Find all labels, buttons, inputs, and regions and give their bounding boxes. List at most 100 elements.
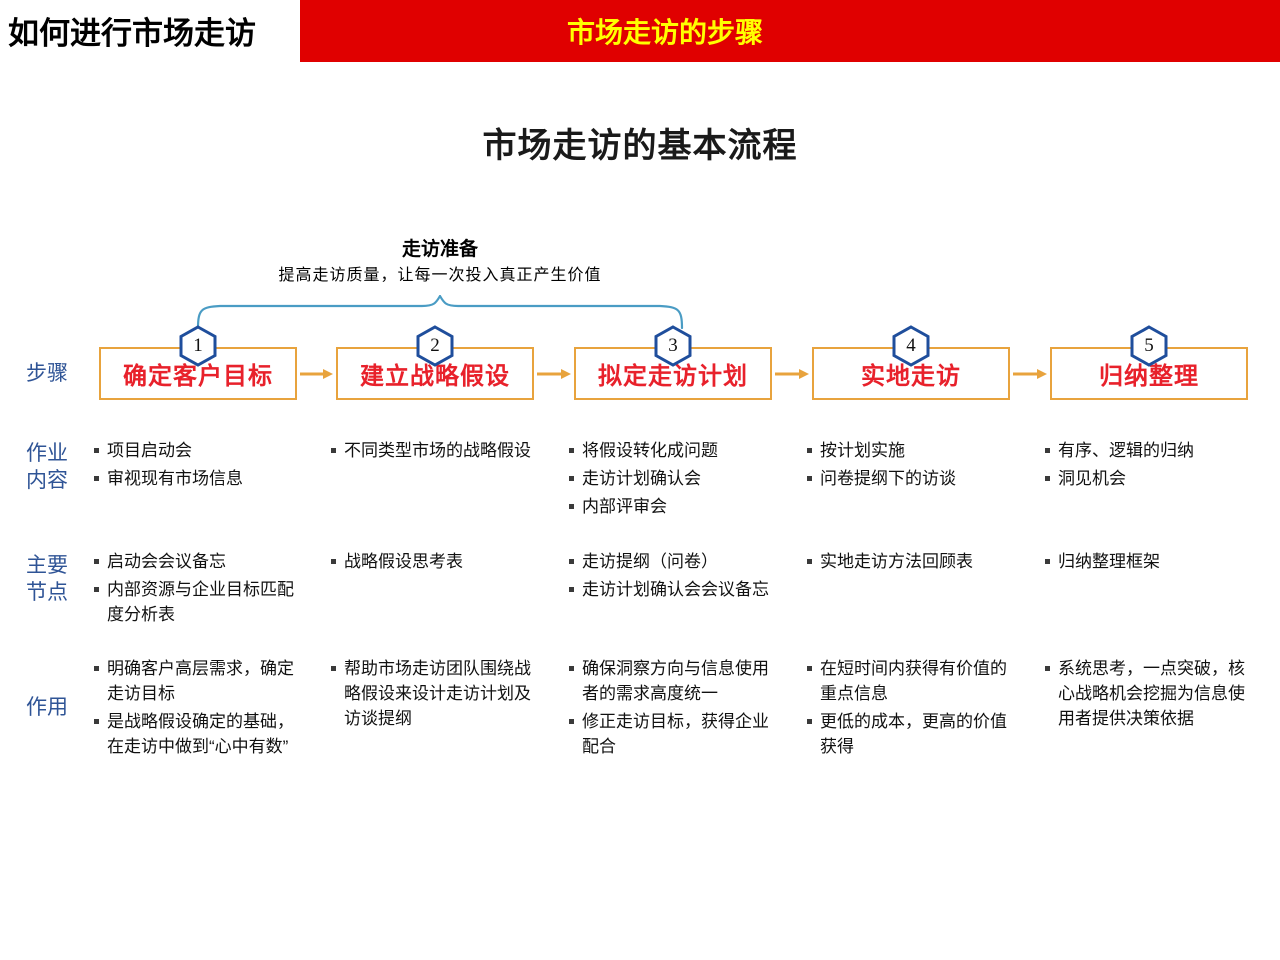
arrow-right-icon [537, 369, 571, 379]
tasks-list: 项目启动会审视现有市场信息 [94, 438, 309, 491]
list-item: 审视现有市场信息 [94, 466, 309, 491]
list-item: 是战略假设确定的基础，在走访中做到“心中有数” [94, 709, 309, 759]
role-cell-step-3: 确保洞察方向与信息使用者的需求高度统一修正走访目标，获得企业配合 [569, 656, 784, 762]
row-label-nodes-line2: 节点 [26, 581, 68, 604]
tasks-cell-step-2: 不同类型市场的战略假设 [331, 438, 546, 466]
list-item: 将假设转化成问题 [569, 438, 784, 463]
tasks-list: 将假设转化成问题走访计划确认会内部评审会 [569, 438, 784, 519]
step-number: 5 [1144, 335, 1154, 356]
role-list: 明确客户高层需求，确定走访目标是战略假设确定的基础，在走访中做到“心中有数” [94, 656, 309, 759]
page-title: 市场走访的基本流程 [482, 127, 798, 165]
list-item: 在短时间内获得有价值的重点信息 [807, 656, 1022, 706]
role-cell-step-4: 在短时间内获得有价值的重点信息更低的成本，更高的价值获得 [807, 656, 1022, 762]
flow-arrow-2 [537, 366, 571, 382]
prep-annotation: 走访准备 提高走访质量，让每一次投入真正产生价值 [180, 238, 700, 288]
header-red-banner [300, 0, 1280, 62]
list-item: 项目启动会 [94, 438, 309, 463]
list-item: 不同类型市场的战略假设 [331, 438, 546, 463]
list-item: 修正走访目标，获得企业配合 [569, 709, 784, 759]
row-label-role: 作用 [26, 696, 68, 719]
hexagon-icon [892, 325, 930, 367]
row-label-nodes: 主要 节点 [4, 552, 90, 606]
list-item: 实地走访方法回顾表 [807, 549, 1022, 574]
nodes-list: 战略假设思考表 [331, 549, 546, 574]
list-item: 走访计划确认会会议备忘 [569, 577, 784, 602]
tasks-cell-step-4: 按计划实施问卷提纲下的访谈 [807, 438, 1022, 494]
prep-title: 走访准备 [401, 239, 478, 260]
step-box-label: 拟定走访计划 [598, 363, 748, 390]
step-number-hexagon-3: 3 [653, 325, 693, 367]
role-cell-step-1: 明确客户高层需求，确定走访目标是战略假设确定的基础，在走访中做到“心中有数” [94, 656, 309, 762]
role-list: 确保洞察方向与信息使用者的需求高度统一修正走访目标，获得企业配合 [569, 656, 784, 759]
list-item: 内部资源与企业目标匹配度分析表 [94, 577, 309, 627]
curly-brace-icon [196, 293, 684, 330]
header-bar: 如何进行市场走访 市场走访的步骤 [0, 0, 1280, 62]
list-item: 系统思考，一点突破，核心战略机会挖掘为信息使用者提供决策依据 [1045, 656, 1260, 731]
nodes-list: 实地走访方法回顾表 [807, 549, 1022, 574]
header-center-title: 市场走访的步骤 [566, 17, 763, 48]
row-label-tasks-line1: 作业 [26, 442, 68, 465]
tasks-list: 不同类型市场的战略假设 [331, 438, 546, 463]
arrow-right-icon [300, 369, 333, 379]
row-label-tasks: 作业 内容 [4, 440, 90, 494]
hexagon-icon [179, 325, 217, 367]
list-item: 归纳整理框架 [1045, 549, 1260, 574]
list-item: 明确客户高层需求，确定走访目标 [94, 656, 309, 706]
list-item: 确保洞察方向与信息使用者的需求高度统一 [569, 656, 784, 706]
hexagon-icon [1130, 325, 1168, 367]
list-item: 走访提纲（问卷） [569, 549, 784, 574]
nodes-cell-step-1: 启动会会议备忘内部资源与企业目标匹配度分析表 [94, 549, 309, 630]
nodes-list: 启动会会议备忘内部资源与企业目标匹配度分析表 [94, 549, 309, 627]
arrow-right-icon [1013, 369, 1047, 379]
tasks-list: 按计划实施问卷提纲下的访谈 [807, 438, 1022, 491]
nodes-cell-step-3: 走访提纲（问卷） 走访计划确认会会议备忘 [569, 549, 784, 605]
step-number: 4 [906, 335, 916, 356]
list-item: 有序、逻辑的归纳 [1045, 438, 1260, 463]
step-number: 1 [193, 335, 203, 356]
tasks-cell-step-5: 有序、逻辑的归纳洞见机会 [1045, 438, 1260, 494]
list-item: 战略假设思考表 [331, 549, 546, 574]
row-label-steps: 步骤 [26, 362, 68, 385]
row-label-tasks-line2: 内容 [26, 469, 68, 492]
step-number: 2 [430, 335, 440, 356]
list-item: 启动会会议备忘 [94, 549, 309, 574]
prep-brace [190, 293, 690, 330]
nodes-cell-step-5: 归纳整理框架 [1045, 549, 1260, 577]
list-item: 更低的成本，更高的价值获得 [807, 709, 1022, 759]
step-box-label: 实地走访 [861, 363, 961, 390]
role-list: 在短时间内获得有价值的重点信息更低的成本，更高的价值获得 [807, 656, 1022, 759]
prep-subtitle: 提高走访质量，让每一次投入真正产生价值 [278, 267, 602, 284]
nodes-list: 归纳整理框架 [1045, 549, 1260, 574]
hexagon-icon [654, 325, 692, 367]
step-number-hexagon-5: 5 [1129, 325, 1169, 367]
step-number-hexagon-4: 4 [891, 325, 931, 367]
list-item: 内部评审会 [569, 494, 784, 519]
nodes-cell-step-4: 实地走访方法回顾表 [807, 549, 1022, 577]
list-item: 走访计划确认会 [569, 466, 784, 491]
step-number-hexagon-1: 1 [178, 325, 218, 367]
tasks-cell-step-1: 项目启动会审视现有市场信息 [94, 438, 309, 494]
step-box-label: 建立战略假设 [360, 363, 510, 390]
list-item: 帮助市场走访团队围绕战略假设来设计走访计划及访谈提纲 [331, 656, 546, 731]
step-box-label: 归纳整理 [1099, 363, 1199, 390]
list-item: 按计划实施 [807, 438, 1022, 463]
tasks-list: 有序、逻辑的归纳洞见机会 [1045, 438, 1260, 491]
header-left-title: 如何进行市场走访 [8, 15, 256, 51]
tasks-cell-step-3: 将假设转化成问题走访计划确认会内部评审会 [569, 438, 784, 522]
role-cell-step-5: 系统思考，一点突破，核心战略机会挖掘为信息使用者提供决策依据 [1045, 656, 1260, 734]
role-cell-step-2: 帮助市场走访团队围绕战略假设来设计走访计划及访谈提纲 [331, 656, 546, 734]
flow-arrow-4 [1013, 366, 1047, 382]
step-number-hexagon-2: 2 [415, 325, 455, 367]
flow-arrow-3 [775, 366, 809, 382]
hexagon-icon [416, 325, 454, 367]
role-list: 系统思考，一点突破，核心战略机会挖掘为信息使用者提供决策依据 [1045, 656, 1260, 731]
nodes-cell-step-2: 战略假设思考表 [331, 549, 546, 577]
role-list: 帮助市场走访团队围绕战略假设来设计走访计划及访谈提纲 [331, 656, 546, 731]
step-number: 3 [668, 335, 678, 356]
nodes-list: 走访提纲（问卷） 走访计划确认会会议备忘 [569, 549, 784, 602]
list-item: 洞见机会 [1045, 466, 1260, 491]
step-box-label: 确定客户目标 [123, 363, 273, 390]
list-item: 问卷提纲下的访谈 [807, 466, 1022, 491]
flow-arrow-1 [300, 366, 333, 382]
arrow-right-icon [775, 369, 809, 379]
